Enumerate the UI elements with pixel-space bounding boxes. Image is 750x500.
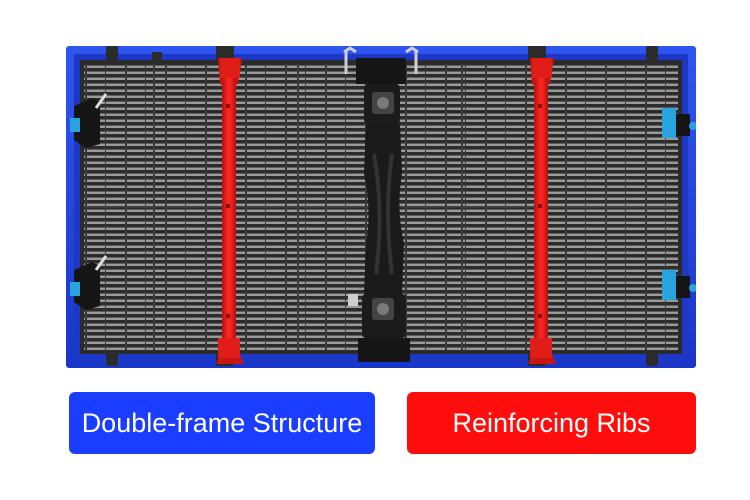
right-clips (662, 108, 696, 300)
top-tabs (106, 46, 658, 60)
reinforcing-rib-right (528, 58, 556, 364)
module-seams (84, 64, 678, 350)
reinforcing-ribs-label: Reinforcing Ribs (407, 392, 696, 454)
led-panel-image (66, 46, 696, 368)
reinforcing-rib-left (216, 58, 244, 364)
left-latch (70, 93, 108, 310)
center-bracket (343, 46, 419, 362)
double-frame-structure-label: Double-frame Structure (69, 392, 375, 454)
